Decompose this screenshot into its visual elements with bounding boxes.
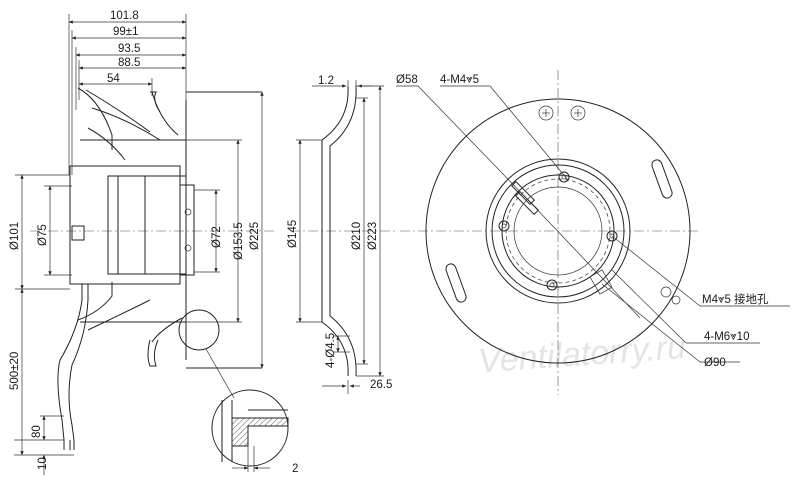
- dim-d145: Ø145: [287, 220, 299, 248]
- dim-2: 2: [292, 463, 298, 475]
- dim-54: 54: [107, 73, 120, 85]
- dim-80: 80: [31, 425, 43, 438]
- dim-d223: Ø223: [367, 222, 379, 250]
- dim-26-5: 26.5: [370, 379, 392, 391]
- left-dimension-lines: [14, 174, 74, 475]
- watermark: Ventilatorry.ru: [477, 328, 687, 380]
- dim-4-d4-5: 4-Ø4.5: [325, 333, 337, 368]
- motor-inner-circle: [513, 186, 603, 276]
- dim-d75: Ø75: [37, 224, 49, 246]
- dim-101-8: 101.8: [110, 10, 139, 22]
- leader-lines: [396, 85, 790, 363]
- label-d58: Ø58: [396, 74, 418, 86]
- dim-88-5: 88.5: [118, 57, 140, 69]
- outer-ring: [425, 98, 691, 364]
- label-symbols: [538, 105, 586, 121]
- label-4-m6-10: 4-M6⩔10: [704, 331, 749, 343]
- side-view: 101.8 99±1 93.5 88.5 54: [9, 10, 298, 475]
- inner-dimension-lines: [186, 91, 264, 369]
- detail-view: [211, 389, 289, 472]
- ground-symbol: [660, 286, 681, 305]
- detail-circle: [178, 309, 220, 351]
- label-d90: Ø90: [704, 357, 726, 369]
- label-ground-hole: M4⩔5 接地孔: [702, 293, 769, 306]
- label-4-m4-5: 4-M4⩔5: [440, 74, 479, 86]
- dim-1-2: 1.2: [318, 75, 334, 87]
- detail-leader: [205, 348, 235, 399]
- dim-500: 500±20: [9, 352, 21, 390]
- dim-d101: Ø101: [9, 222, 21, 250]
- top-dimension-lines: [68, 14, 187, 175]
- dim-10: 10: [37, 457, 49, 470]
- dim-99: 99±1: [113, 26, 139, 38]
- dim-93-5: 93.5: [118, 43, 140, 55]
- mounting-slots: [445, 159, 673, 303]
- motor-block: [69, 165, 195, 285]
- inlet-ring-outer: [485, 158, 631, 304]
- dim-d153-5: Ø153.5: [233, 222, 245, 260]
- section-view: 1.2 Ø145 Ø210 Ø223 4-Ø4.5 26.5: [287, 75, 395, 394]
- front-view: Ø58 4-M4⩔5 M4⩔5 接地孔 4-M6⩔10 Ø90: [396, 70, 790, 395]
- inlet-ring-inner: [491, 164, 625, 298]
- bolt-holes: [498, 171, 618, 291]
- dim-d72: Ø72: [211, 226, 223, 248]
- dim-d225: Ø225: [249, 222, 261, 250]
- dim-d210: Ø210: [351, 222, 363, 250]
- cable: [57, 284, 89, 450]
